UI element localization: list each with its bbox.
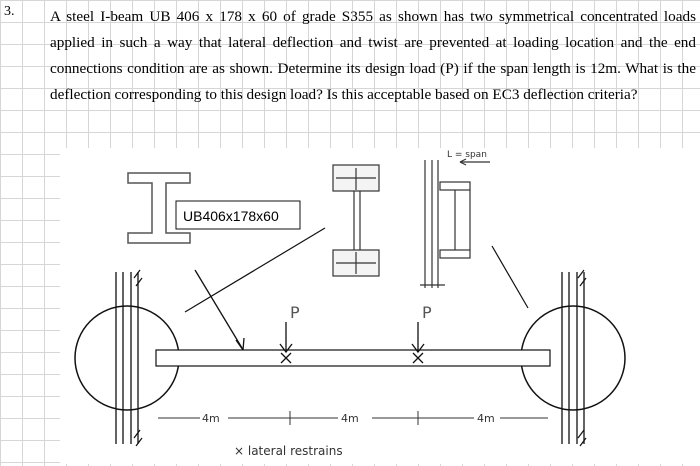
section-detail-sketch: [332, 164, 380, 277]
load-right-label: P: [422, 303, 432, 322]
detail-leader-left: [184, 227, 326, 313]
dim-mid-label: 4m: [341, 412, 359, 425]
dim-right-label: 4m: [477, 412, 495, 425]
beam: [155, 349, 551, 367]
load-left-arrow: [279, 322, 293, 364]
i-section-outline: [127, 172, 191, 244]
load-left-label: P: [290, 303, 300, 322]
section-label-box: [175, 200, 301, 230]
detail-leader-right: [491, 245, 529, 309]
span-note: L = span: [447, 150, 487, 160]
pointer-arrow: [194, 269, 243, 349]
left-support: [74, 269, 180, 447]
dimension-line: [158, 411, 548, 425]
right-support: [520, 269, 626, 447]
section-label: UB406x178x60: [183, 208, 279, 224]
question-number: 3.: [4, 4, 15, 19]
question-text: A steel I-beam UB 406 x 178 x 60 of grad…: [50, 8, 696, 103]
connection-detail-sketch: [420, 158, 490, 288]
legend-text: × lateral restrains: [234, 444, 343, 458]
load-right-arrow: [411, 322, 425, 364]
dim-left-label: 4m: [202, 412, 220, 425]
